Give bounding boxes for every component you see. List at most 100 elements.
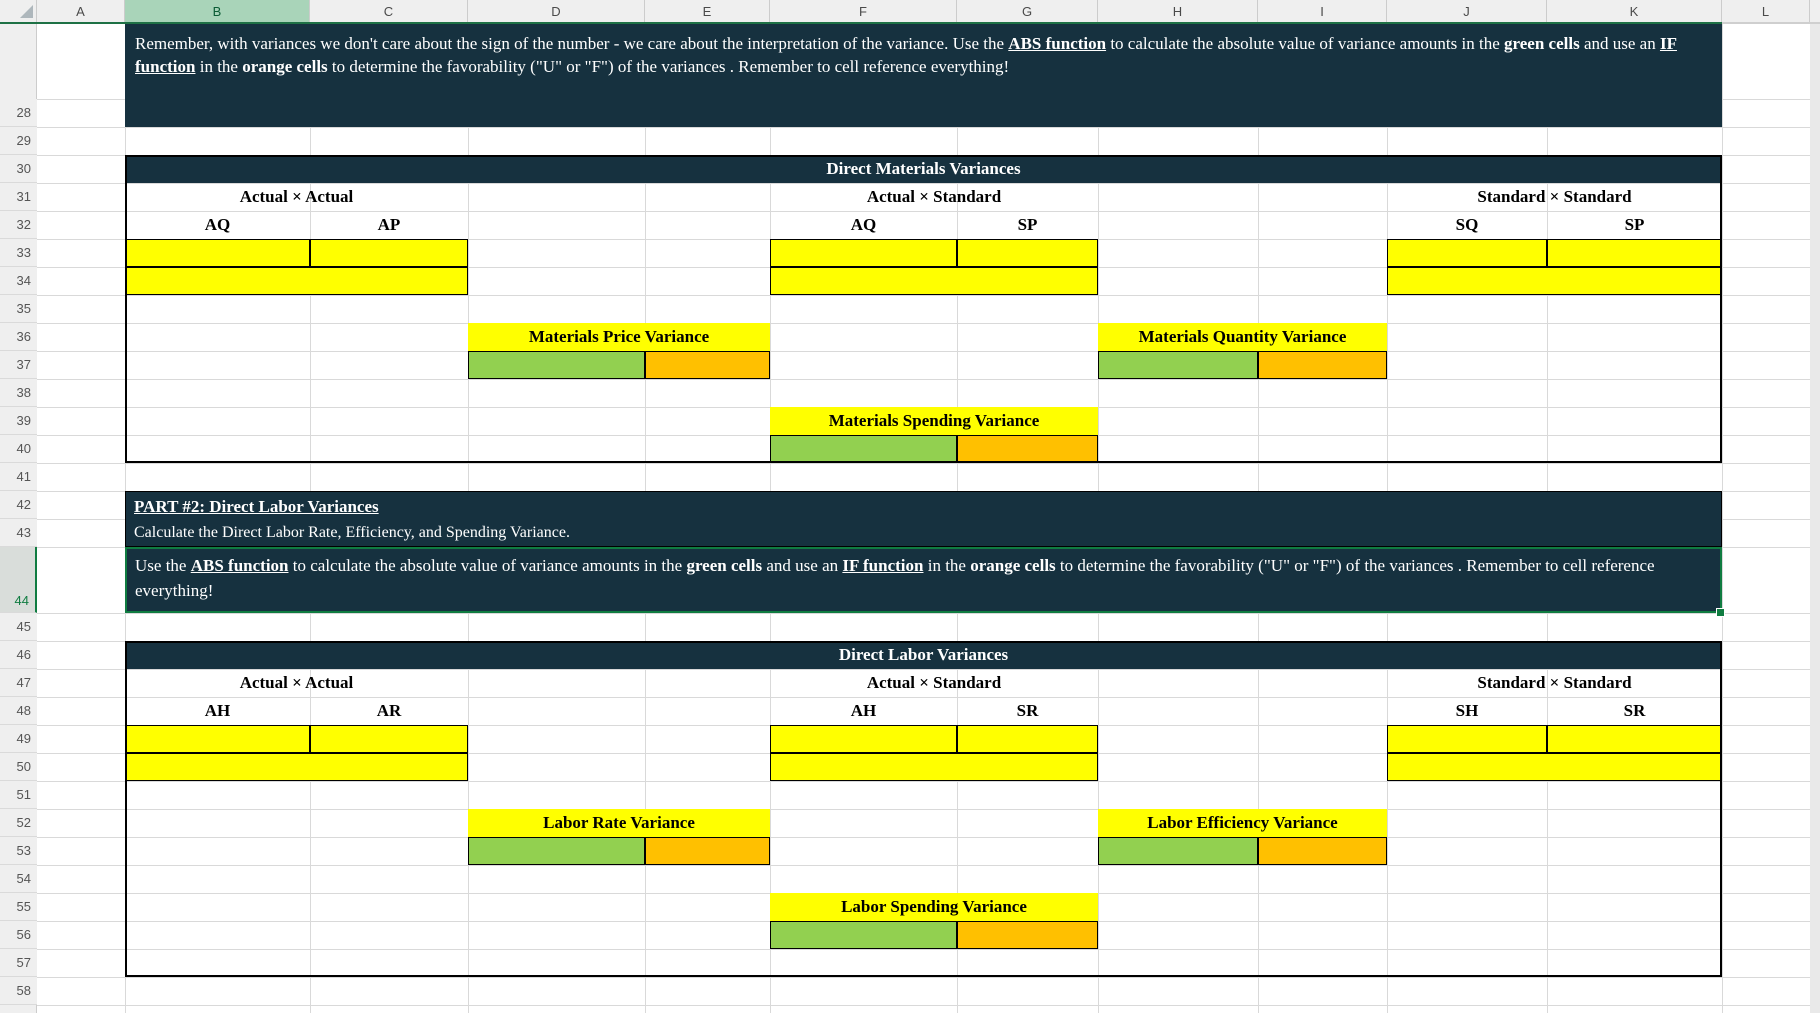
gridline [37, 669, 1810, 670]
materials-as-aq-input-cell[interactable] [770, 239, 957, 267]
column-header-C[interactable]: C [310, 0, 468, 22]
column-header-F[interactable]: F [770, 0, 957, 22]
materials-ss-sq-input-cell[interactable] [1387, 239, 1547, 267]
row-header-40[interactable]: 40 [0, 435, 37, 463]
row-header-30[interactable]: 30 [0, 155, 37, 183]
header-green-underline [0, 22, 1722, 24]
row-header-31[interactable]: 31 [0, 183, 37, 211]
labor-sh-label: SH [1455, 701, 1479, 720]
labor-rate-variance-label: Labor Rate Variance [468, 809, 770, 837]
labor-rate-variance-favorability-cell[interactable] [645, 837, 770, 865]
labor-ss-sh-input-cell[interactable] [1387, 725, 1547, 753]
materials-aq2-label: AQ [850, 215, 877, 234]
materials-aa-ap-input-cell[interactable] [310, 239, 468, 267]
column-header-J[interactable]: J [1387, 0, 1547, 22]
select-all-corner[interactable] [0, 0, 37, 22]
row-header-52[interactable]: 52 [0, 809, 37, 837]
gridline [37, 183, 1810, 184]
materials-quantity-variance-favorability-cell[interactable] [1258, 351, 1387, 379]
materials-as-total-cell[interactable] [770, 267, 1098, 295]
column-header-L[interactable]: L [1722, 0, 1810, 22]
row-header-54[interactable]: 54 [0, 865, 37, 893]
materials-as-sp-input-cell[interactable] [957, 239, 1098, 267]
labor-aa-ah-input-cell[interactable] [125, 725, 310, 753]
gridline [37, 323, 1810, 324]
materials-quantity-variance-amount-cell[interactable] [1098, 351, 1258, 379]
gridline [37, 697, 1810, 698]
column-header-E[interactable]: E [645, 0, 770, 22]
column-header-B[interactable]: B [125, 0, 310, 22]
materials-ss-total-cell[interactable] [1387, 267, 1722, 295]
row-header-50[interactable]: 50 [0, 753, 37, 781]
row-header-46[interactable]: 46 [0, 641, 37, 669]
materials-sq-label: SQ [1455, 215, 1479, 234]
labor-aa-total-cell[interactable] [125, 753, 468, 781]
selected-instruction-cell[interactable]: Use the ABS function to calculate the ab… [125, 547, 1722, 613]
labor-spending-variance-amount-cell[interactable] [770, 921, 957, 949]
sheet-right-margin [1810, 24, 1820, 1013]
select-all-triangle-icon [20, 5, 33, 18]
column-header-H[interactable]: H [1098, 0, 1258, 22]
materials-aa-total-cell[interactable] [125, 267, 468, 295]
instructions-banner: Remember, with variances we don't care a… [125, 24, 1722, 127]
gridline [37, 351, 1810, 352]
row-header-39[interactable]: 39 [0, 407, 37, 435]
labor-rate-variance-amount-cell[interactable] [468, 837, 645, 865]
row-header-29[interactable]: 29 [0, 127, 37, 155]
row-header-33[interactable]: 33 [0, 239, 37, 267]
row-header-48[interactable]: 48 [0, 697, 37, 725]
column-header-D[interactable]: D [468, 0, 645, 22]
row-header-56[interactable]: 56 [0, 921, 37, 949]
labor-sr-label: SR [1016, 701, 1039, 720]
row-header-47[interactable]: 47 [0, 669, 37, 697]
labor-as-ah-input-cell[interactable] [770, 725, 957, 753]
materials-aa-aq-input-cell[interactable] [125, 239, 310, 267]
materials-aq-label: AQ [204, 215, 231, 234]
row-header-55[interactable]: 55 [0, 893, 37, 921]
row-header-38[interactable]: 38 [0, 379, 37, 407]
column-header-I[interactable]: I [1258, 0, 1387, 22]
part2-title: PART #2: Direct Labor Variances [134, 497, 379, 516]
row-header-28[interactable]: 28 [0, 99, 37, 127]
row-header-53[interactable]: 53 [0, 837, 37, 865]
materials-spending-variance-favorability-cell[interactable] [957, 435, 1098, 463]
labor-spending-variance-favorability-cell[interactable] [957, 921, 1098, 949]
row-header-44[interactable]: 44 [0, 547, 37, 613]
labor-efficiency-variance-favorability-cell[interactable] [1258, 837, 1387, 865]
materials-spending-variance-amount-cell[interactable] [770, 435, 957, 463]
row-header-43[interactable]: 43 [0, 519, 37, 547]
labor-efficiency-variance-amount-cell[interactable] [1098, 837, 1258, 865]
gridline [37, 127, 1810, 128]
row-header-34[interactable]: 34 [0, 267, 37, 295]
labor-as-total-cell[interactable] [770, 753, 1098, 781]
row-header-51[interactable]: 51 [0, 781, 37, 809]
row-header-36[interactable]: 36 [0, 323, 37, 351]
row-header-42[interactable]: 42 [0, 491, 37, 519]
column-header-K[interactable]: K [1547, 0, 1722, 22]
materials-actualxactual-header: Actual × Actual [239, 187, 354, 206]
row-header-37[interactable]: 37 [0, 351, 37, 379]
gridline [37, 949, 1810, 950]
column-header-A[interactable]: A [37, 0, 125, 22]
row-header-57[interactable]: 57 [0, 949, 37, 977]
materials-price-variance-favorability-cell[interactable] [645, 351, 770, 379]
gridline [37, 463, 1810, 464]
labor-as-sr-input-cell[interactable] [957, 725, 1098, 753]
selection-fill-handle[interactable] [1716, 608, 1725, 617]
labor-ss-total-cell[interactable] [1387, 753, 1722, 781]
materials-section-title: Direct Materials Variances [125, 155, 1722, 183]
materials-quantity-variance-label: Materials Quantity Variance [1098, 323, 1387, 351]
labor-aa-ar-input-cell[interactable] [310, 725, 468, 753]
row-header-32[interactable]: 32 [0, 211, 37, 239]
labor-ss-sr-input-cell[interactable] [1547, 725, 1722, 753]
row-header-49[interactable]: 49 [0, 725, 37, 753]
column-header-G[interactable]: G [957, 0, 1098, 22]
materials-ap-label: AP [377, 215, 401, 234]
row-header-41[interactable]: 41 [0, 463, 37, 491]
row-header-58[interactable]: 58 [0, 977, 37, 1005]
row-header-45[interactable]: 45 [0, 613, 37, 641]
labor-spending-variance-label: Labor Spending Variance [770, 893, 1098, 921]
materials-price-variance-amount-cell[interactable] [468, 351, 645, 379]
row-header-35[interactable]: 35 [0, 295, 37, 323]
materials-ss-sp-input-cell[interactable] [1547, 239, 1722, 267]
